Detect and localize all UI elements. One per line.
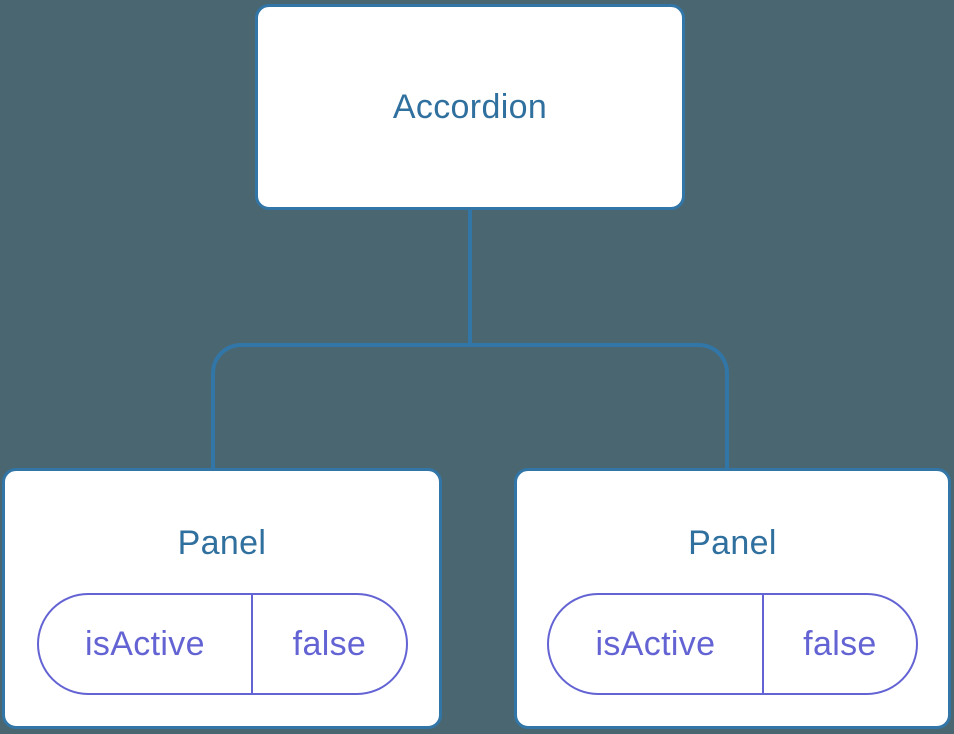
state-pill-1: isActive false <box>36 593 408 695</box>
node-panel-2-label: Panel <box>688 524 777 562</box>
node-accordion: Accordion <box>255 4 685 210</box>
node-panel-1-label: Panel <box>177 524 267 562</box>
node-panel-1: Panel isActive false <box>2 468 442 729</box>
state-pill-2-value: false <box>803 624 877 663</box>
state-pill-1-key: isActive <box>39 595 254 693</box>
connector-branch <box>211 343 729 470</box>
state-pill-2: isActive false <box>547 593 918 695</box>
connector-stem <box>468 210 472 346</box>
node-accordion-label: Accordion <box>392 87 548 126</box>
state-pill-1-value: false <box>292 624 367 663</box>
node-panel-2: Panel isActive false <box>514 468 951 729</box>
state-pill-2-key: isActive <box>549 595 764 693</box>
